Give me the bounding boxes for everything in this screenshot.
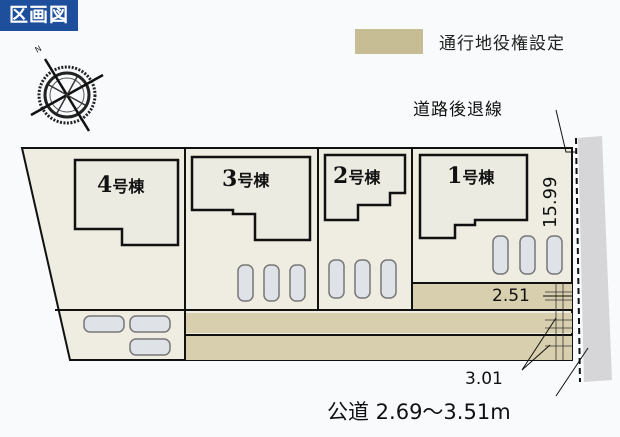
building-2-outline <box>323 153 407 222</box>
easement-swatch <box>355 29 423 54</box>
car-icons <box>83 235 563 356</box>
legend-label: 通行地役権設定 <box>439 34 565 54</box>
building-3-label: 3号棟 <box>222 166 270 192</box>
building-4-outline <box>73 158 180 247</box>
building-4-label: 4号棟 <box>97 172 145 198</box>
easement-strip-2 <box>185 336 572 360</box>
building-3-outline <box>190 155 312 242</box>
building-1-label: 1号棟 <box>447 163 495 189</box>
depth-dimension: 15.99 <box>540 176 561 228</box>
public-road-width: 公道 2.69～3.51m <box>327 400 511 424</box>
legend: 通行地役権設定 <box>355 29 565 54</box>
section-map-badge: 区画図 <box>0 0 78 31</box>
building-1-outline <box>418 153 529 240</box>
compass-icon: N <box>30 44 104 132</box>
building-2-label: 2号棟 <box>333 163 381 189</box>
easement-strip-1 <box>185 313 572 333</box>
road-strip <box>578 136 612 382</box>
easement-width-lower: 3.01 <box>465 369 503 389</box>
easement-width-upper: 2.51 <box>492 286 530 306</box>
road-setback-label: 道路後退線 <box>413 100 503 120</box>
svg-text:N: N <box>34 44 44 55</box>
